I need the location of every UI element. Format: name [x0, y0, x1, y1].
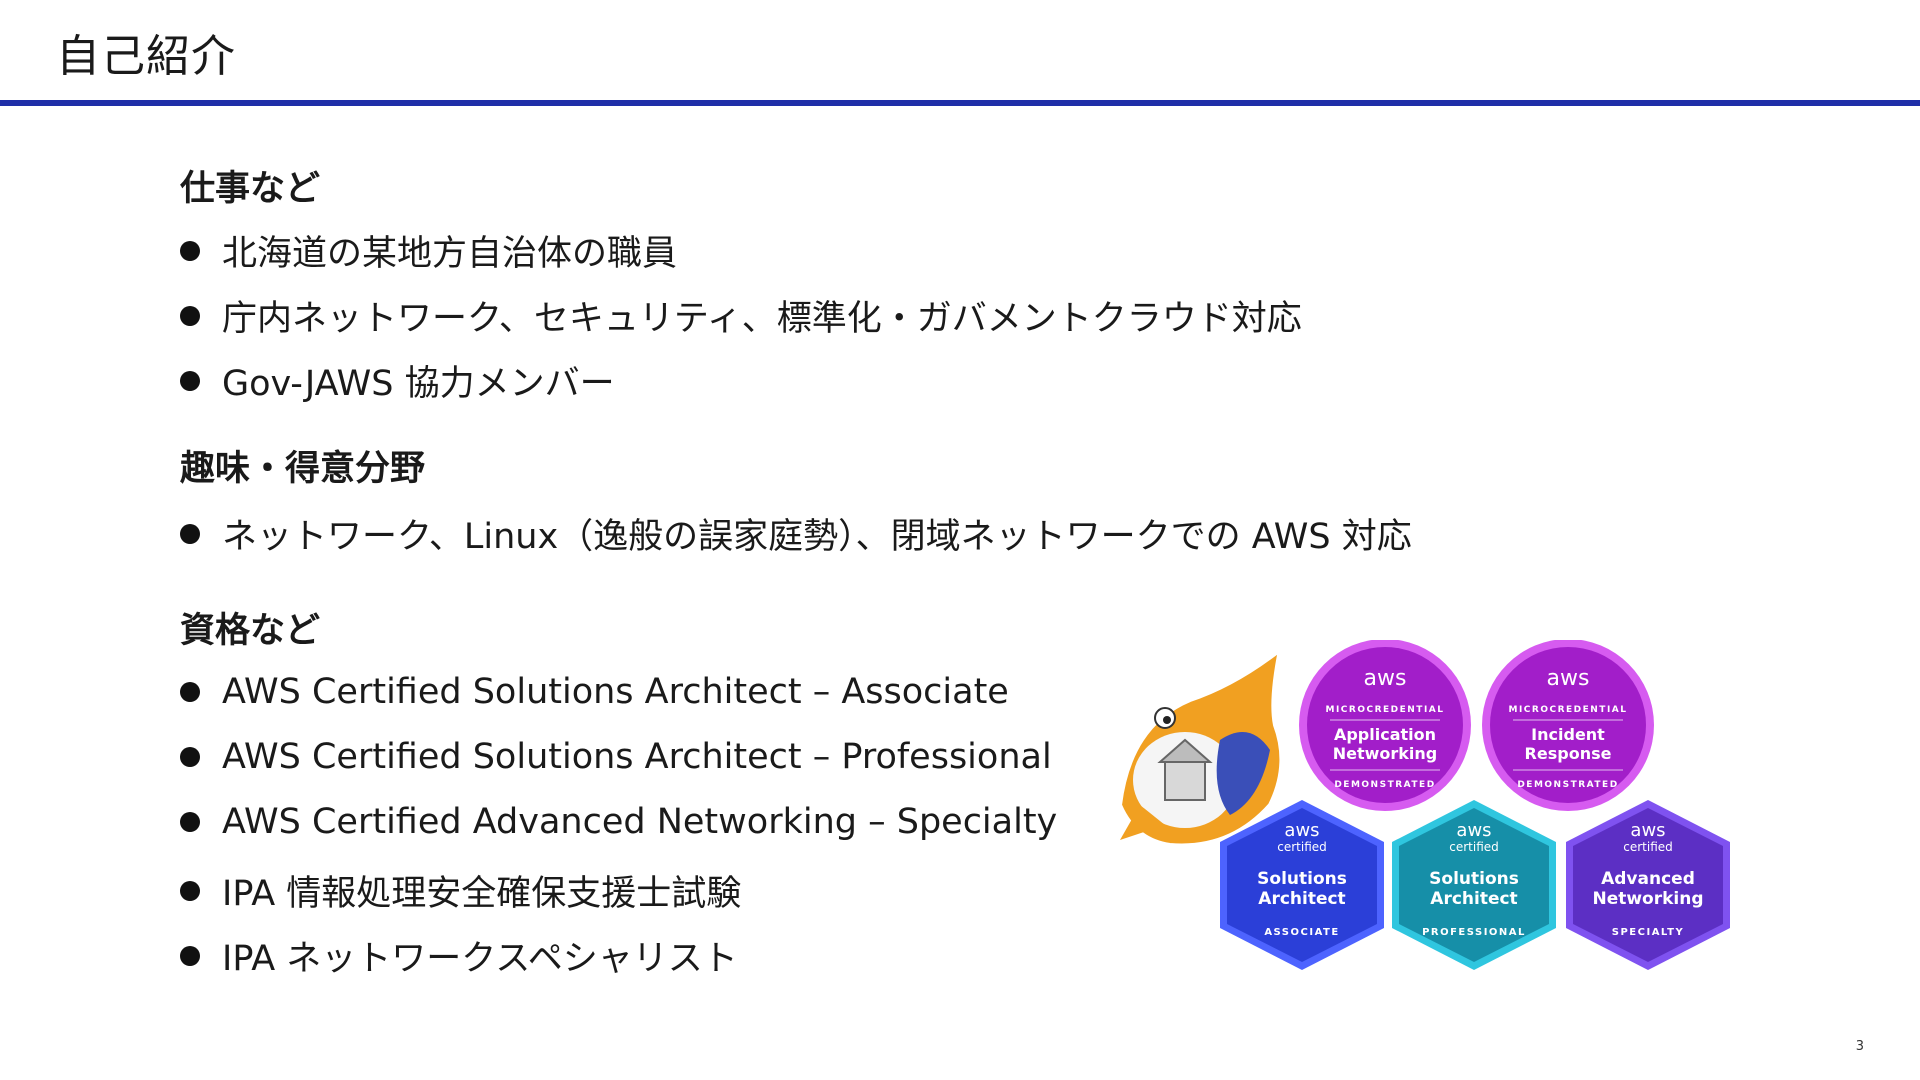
svg-text:MICROCREDENTIAL: MICROCREDENTIAL	[1508, 705, 1627, 715]
bullet-text: ネットワーク、Linux（逸般の誤家庭勢）、閉域ネットワークでの AWS 対応	[222, 517, 1412, 557]
svg-text:certified: certified	[1623, 840, 1673, 854]
bullet-item: Gov-JAWS 協力メンバー	[180, 355, 615, 406]
bullet-text: AWS Certified Advanced Networking – Spec…	[222, 802, 1058, 842]
badges-graphic: aws MICROCREDENTIAL Application Networki…	[1117, 639, 1730, 970]
svg-text:Architect: Architect	[1430, 889, 1517, 909]
bullet-dot-icon	[180, 240, 200, 261]
svg-text:PROFESSIONAL: PROFESSIONAL	[1422, 927, 1526, 938]
bullet-item: AWS Certified Advanced Networking – Spec…	[180, 802, 1057, 842]
bullet-dot-icon	[180, 747, 200, 767]
svg-text:Solutions: Solutions	[1257, 869, 1347, 889]
bullet-text: AWS Certified Solutions Architect – Asso…	[222, 672, 1009, 712]
bullet-dot-icon	[180, 880, 200, 901]
svg-text:aws: aws	[1630, 820, 1665, 841]
svg-text:Networking: Networking	[1592, 889, 1703, 909]
slide-title: 自己紹介	[56, 31, 236, 82]
bullet-text: AWS Certified Solutions Architect – Prof…	[222, 737, 1052, 777]
page-number: 3	[1855, 1039, 1864, 1054]
title-divider	[0, 100, 1920, 106]
svg-text:MICROCREDENTIAL: MICROCREDENTIAL	[1325, 705, 1444, 715]
svg-text:ASSOCIATE: ASSOCIATE	[1264, 927, 1339, 938]
svg-text:aws: aws	[1456, 820, 1491, 841]
badge-cert-solutions-architect-professional: aws certified Solutions Architect PROFES…	[1392, 800, 1556, 970]
badge-micro-application-networking: aws MICROCREDENTIAL Application Networki…	[1299, 639, 1471, 811]
section-heading-hobbies: 趣味・得意分野	[180, 449, 426, 489]
bullet-dot-icon	[180, 305, 200, 326]
bullet-dot-icon	[180, 370, 200, 391]
svg-text:Response: Response	[1525, 744, 1612, 763]
svg-text:Application: Application	[1334, 725, 1436, 744]
svg-text:Incident: Incident	[1531, 725, 1605, 744]
badge-cert-advanced-networking-specialty: aws certified Advanced Networking SPECIA…	[1566, 800, 1730, 970]
svg-text:Networking: Networking	[1333, 744, 1438, 763]
bullet-item: 庁内ネットワーク、セキュリティ、標準化・ガバメントクラウド対応	[180, 290, 1302, 341]
bullet-dot-icon	[180, 523, 200, 544]
bullet-item: 北海道の某地方自治体の職員	[180, 225, 677, 276]
svg-text:Architect: Architect	[1258, 889, 1345, 909]
svg-text:aws: aws	[1284, 820, 1319, 841]
svg-text:Solutions: Solutions	[1429, 869, 1519, 889]
bullet-item: AWS Certified Solutions Architect – Asso…	[180, 672, 1009, 712]
svg-text:SPECIALTY: SPECIALTY	[1612, 927, 1684, 938]
badges-area: aws MICROCREDENTIAL Application Networki…	[1110, 639, 1750, 1000]
bullet-text: Gov-JAWS 協力メンバー	[222, 364, 615, 404]
bullet-dot-icon	[180, 945, 200, 966]
bullet-dot-icon	[180, 682, 200, 702]
badge-cert-solutions-architect-associate: aws certified Solutions Architect ASSOCI…	[1220, 800, 1384, 970]
svg-text:aws: aws	[1547, 666, 1590, 691]
bullet-item: IPA ネットワークスペシャリスト	[180, 930, 738, 981]
bullet-text: 庁内ネットワーク、セキュリティ、標準化・ガバメントクラウド対応	[222, 299, 1302, 339]
bullet-text: IPA ネットワークスペシャリスト	[222, 939, 738, 979]
bullet-dot-icon	[180, 812, 200, 832]
bullet-item: AWS Certified Solutions Architect – Prof…	[180, 737, 1052, 777]
bullet-text: IPA 情報処理安全確保支援士試験	[222, 874, 742, 914]
svg-text:certified: certified	[1449, 840, 1499, 854]
bullet-item: ネットワーク、Linux（逸般の誤家庭勢）、閉域ネットワークでの AWS 対応	[180, 508, 1412, 559]
bullet-item: IPA 情報処理安全確保支援士試験	[180, 865, 741, 916]
svg-text:DEMONSTRATED: DEMONSTRATED	[1517, 780, 1618, 790]
svg-text:Advanced: Advanced	[1601, 869, 1695, 889]
svg-text:aws: aws	[1364, 666, 1407, 691]
bullet-text: 北海道の某地方自治体の職員	[222, 234, 678, 274]
shark-mascot-icon	[1117, 645, 1284, 848]
svg-text:certified: certified	[1277, 840, 1327, 854]
section-heading-certifications: 資格など	[180, 611, 321, 651]
svg-text:DEMONSTRATED: DEMONSTRATED	[1334, 780, 1435, 790]
section-heading-work: 仕事など	[180, 169, 321, 209]
badge-micro-incident-response: aws MICROCREDENTIAL Incident Response DE…	[1482, 639, 1654, 811]
